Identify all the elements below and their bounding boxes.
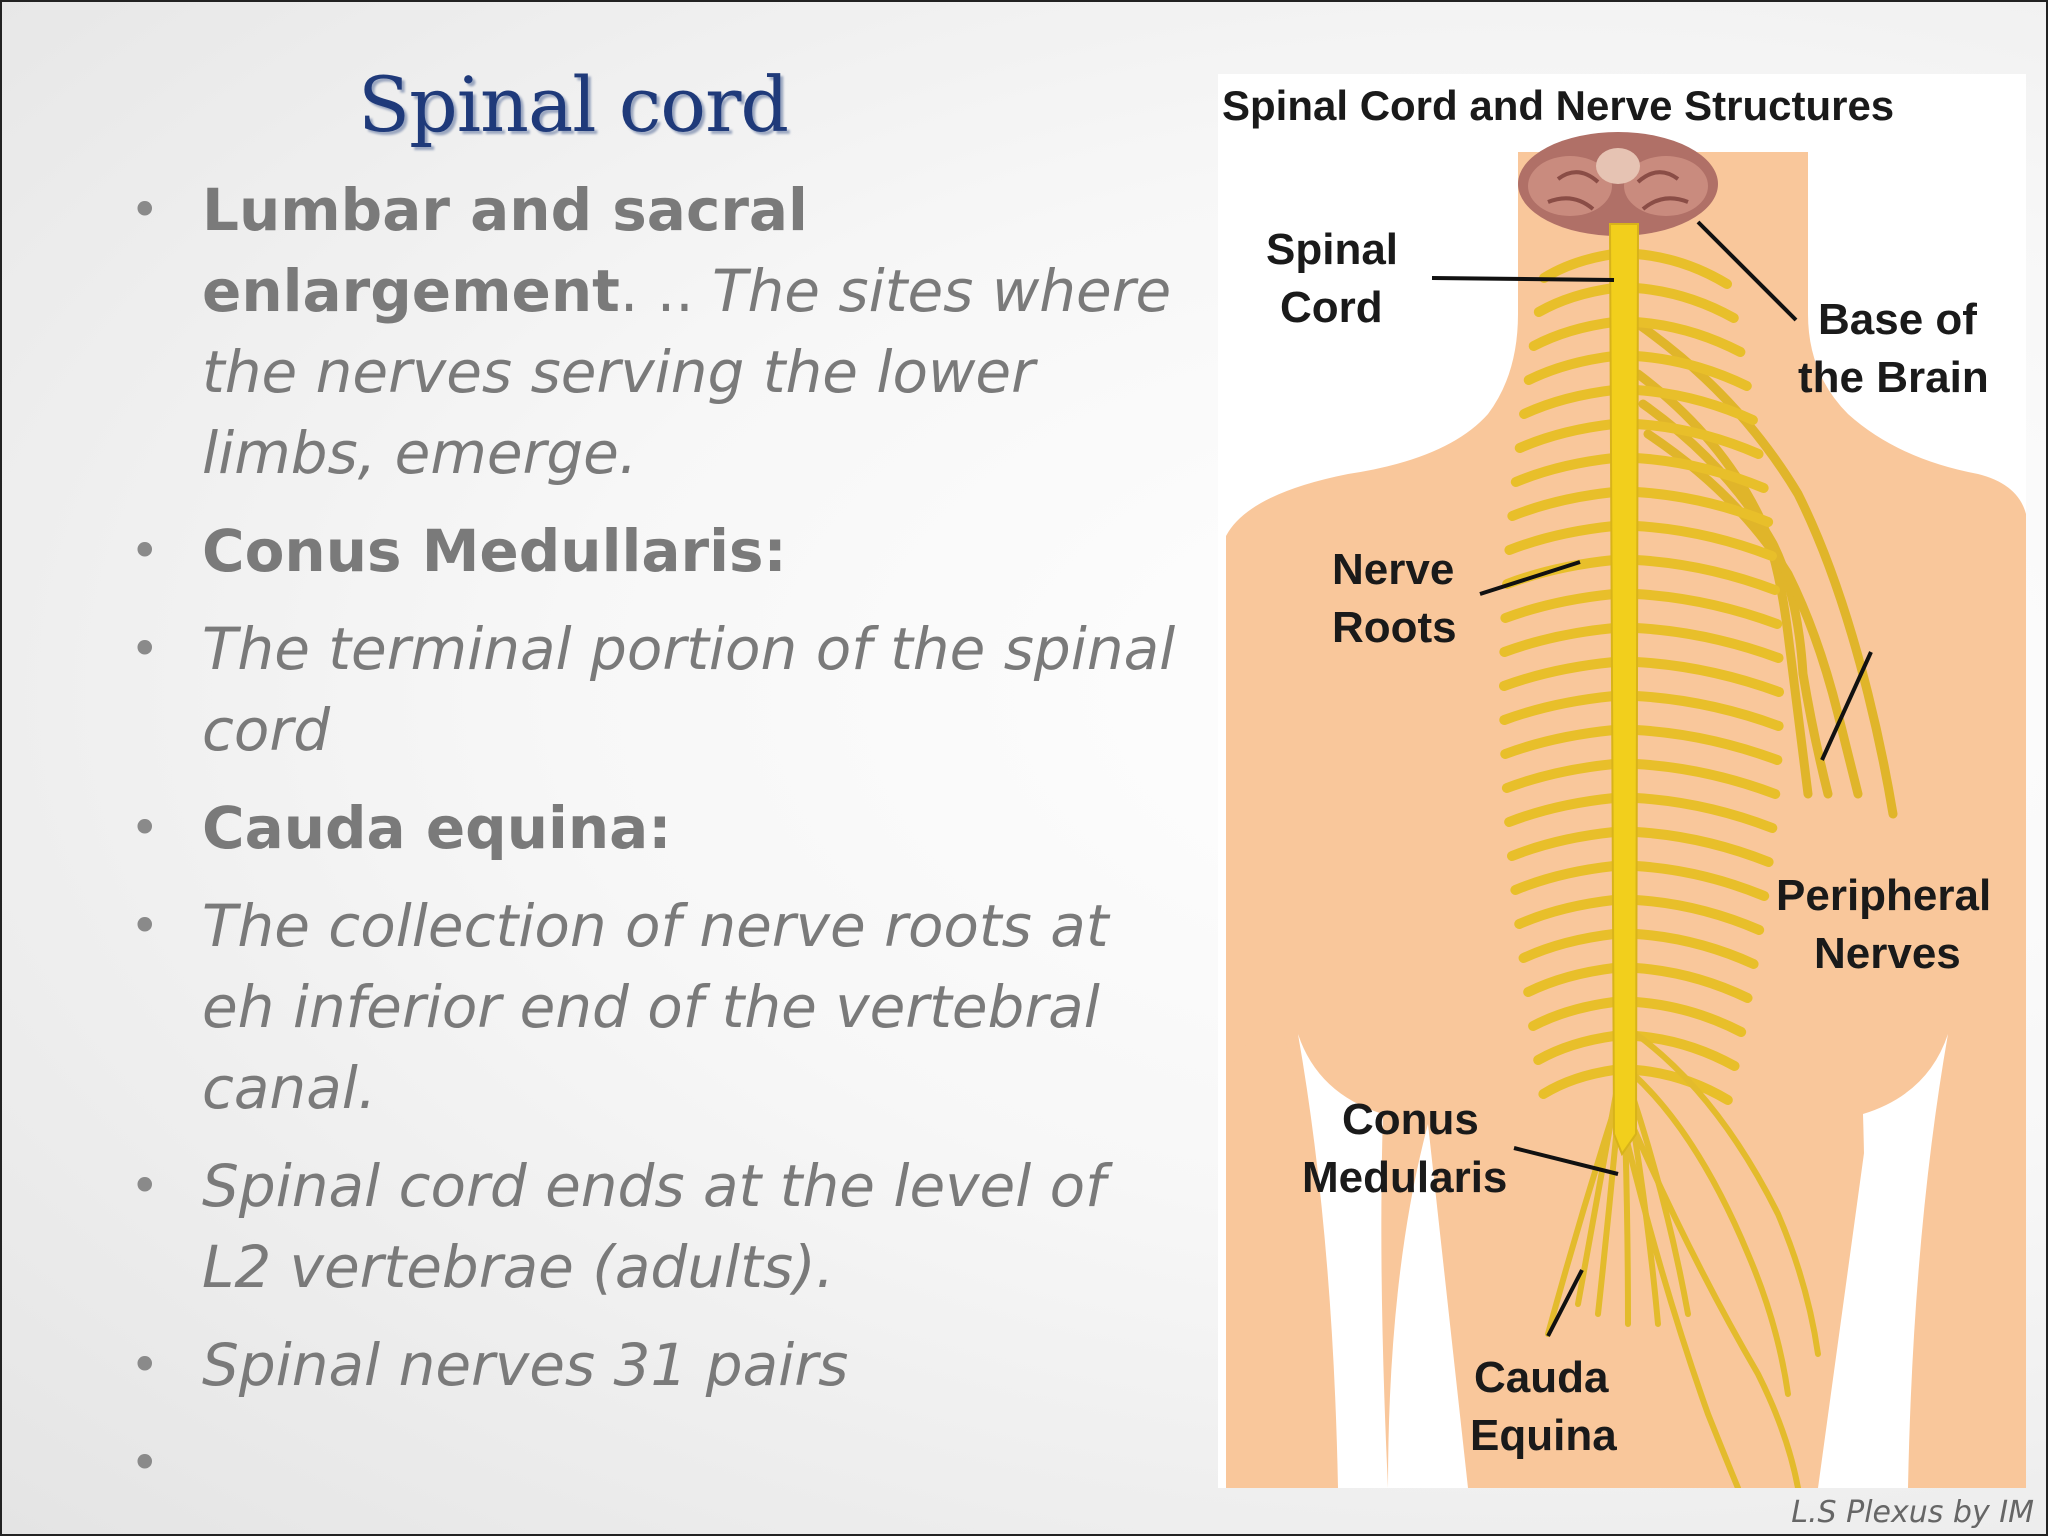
nerve-root-left xyxy=(1499,657,1619,691)
bullet-item: • The collection of nerve roots at eh in… xyxy=(130,886,1190,1129)
leader-lines xyxy=(1431,220,1873,1337)
bullet-item: • Lumbar and sacral enlargement. .. The … xyxy=(130,170,1190,494)
label-conus-medularis: Medularis xyxy=(1302,1153,1507,1202)
nerve-root-right xyxy=(1631,963,1753,1003)
bullet-separator: . .. xyxy=(619,257,713,325)
nerve-root-right xyxy=(1631,725,1783,765)
nerve-root-right xyxy=(1631,623,1784,663)
nerve-root-left xyxy=(1523,963,1619,997)
nerve-root-right xyxy=(1631,759,1781,799)
bullet-dot: • xyxy=(130,799,160,857)
nerve-root-left xyxy=(1510,453,1619,487)
label-peripheral-nerves: Peripheral xyxy=(1776,871,1991,920)
right-axilla xyxy=(1858,1034,1948,1488)
nerve-root-right xyxy=(1631,861,1770,901)
bullet-text: Spinal cord ends at the level of L2 vert… xyxy=(202,1152,1106,1301)
label-nerve-roots: Roots xyxy=(1332,603,1457,652)
bullet-dot: • xyxy=(130,897,160,955)
right-arm-gap xyxy=(1908,1014,2026,1488)
nerve-root-left xyxy=(1504,793,1619,827)
nerve-root-left xyxy=(1528,997,1619,1031)
nerve-root-right xyxy=(1631,929,1759,969)
nerve-root-right xyxy=(1631,1031,1740,1071)
bullet-text: Spinal nerves 31 pairs xyxy=(202,1331,849,1399)
nerve-root-right xyxy=(1631,589,1783,629)
label-base-brain: Base of xyxy=(1818,295,1977,344)
label-cauda-equina: Cauda xyxy=(1474,1353,1609,1402)
nerve-root-left xyxy=(1507,487,1619,521)
nerve-root-left xyxy=(1533,1031,1619,1065)
nerve-root-left xyxy=(1499,623,1619,657)
nerve-root-left xyxy=(1504,521,1619,555)
nerve-root-left xyxy=(1518,929,1619,963)
cauda-equina-icon xyxy=(1545,1031,1821,1488)
bullet-item: • The terminal portion of the spinal cor… xyxy=(130,609,1190,771)
label-nerve-roots: Nerve xyxy=(1332,545,1454,594)
nerve-root-right xyxy=(1631,895,1765,935)
nerve-root-right xyxy=(1631,317,1746,357)
left-arm-gap xyxy=(1226,1014,1338,1488)
bullet-dot: • xyxy=(130,1336,160,1394)
bullet-term: Conus Medullaris: xyxy=(202,517,787,585)
bullet-text: The collection of nerve roots at eh infe… xyxy=(202,892,1109,1122)
slide-footer: L.S Plexus by IM xyxy=(1791,1495,2034,1530)
bullet-list: • Lumbar and sacral enlargement. .. The … xyxy=(130,170,1190,1492)
nerve-root-right xyxy=(1631,453,1769,493)
label-peripheral-nerves: Nerves xyxy=(1814,929,1961,978)
label-base-brain: the Brain xyxy=(1798,353,1989,402)
nerve-root-left xyxy=(1500,725,1619,759)
nerve-root-right xyxy=(1631,419,1764,459)
left-axilla xyxy=(1298,1034,1388,1488)
nerve-root-left xyxy=(1510,861,1619,895)
bullet-dot: • xyxy=(130,181,160,239)
nerve-root-right xyxy=(1631,827,1774,867)
bullet-item: • Conus Medullaris: xyxy=(130,511,1190,592)
nerve-root-right xyxy=(1631,487,1774,527)
label-cauda-equina: Equina xyxy=(1470,1411,1617,1460)
nerve-root-left xyxy=(1499,691,1619,725)
slide-title: Spinal cord xyxy=(358,60,789,149)
bullet-dot: • xyxy=(130,620,160,678)
nerve-root-right xyxy=(1631,555,1780,595)
bullet-text: The sites where the nerves serving the l… xyxy=(202,257,1172,487)
nerve-root-left xyxy=(1500,589,1619,623)
nerve-root-left xyxy=(1523,351,1619,385)
nerve-root-right xyxy=(1631,657,1784,697)
bullet-item: • Spinal cord ends at the level of L2 ve… xyxy=(130,1146,1190,1308)
label-conus-medularis: Conus xyxy=(1342,1095,1479,1144)
bullet-term: Lumbar and sacral enlargement xyxy=(202,176,808,325)
spinal-cord-figure: Spinal Cord and Nerve Structures xyxy=(1218,74,2026,1488)
nerve-root-left xyxy=(1538,1065,1619,1099)
nerve-root-left xyxy=(1514,419,1619,453)
label-spinal-cord: Cord xyxy=(1280,283,1383,332)
nerve-root-right xyxy=(1631,691,1784,731)
nerve-root-left xyxy=(1528,317,1619,351)
bullet-term: Cauda equina: xyxy=(202,794,672,862)
nerve-root-left xyxy=(1519,385,1619,419)
figure-title: Spinal Cord and Nerve Structures xyxy=(1222,82,1894,129)
spinal-cord-icon xyxy=(1608,223,1640,1157)
bullet-text: The terminal portion of the spinal cord xyxy=(202,615,1176,764)
bullet-item: • Cauda equina: xyxy=(130,788,1190,869)
anatomy-diagram: Spinal Cord and Nerve Structures xyxy=(1222,82,2026,1488)
nerve-roots-icon xyxy=(1499,249,1784,1105)
nerve-root-right xyxy=(1631,793,1778,833)
nerve-root-left xyxy=(1501,759,1619,793)
brain-base-icon xyxy=(1518,132,1718,236)
nerve-root-right xyxy=(1631,997,1747,1037)
nerve-root-right xyxy=(1631,249,1732,289)
nerve-root-right xyxy=(1631,351,1752,391)
nerve-root-left xyxy=(1514,895,1619,929)
bullet-dot: • xyxy=(130,1157,160,1215)
bullet-dot: • xyxy=(130,522,160,580)
label-spinal-cord: Spinal xyxy=(1266,225,1398,274)
nerve-root-left xyxy=(1533,283,1619,317)
nerve-root-right xyxy=(1631,385,1758,425)
nerve-root-left xyxy=(1507,827,1619,861)
bullet-item: • Spinal nerves 31 pairs xyxy=(130,1325,1190,1406)
nerve-root-left xyxy=(1539,249,1619,283)
nerve-root-right xyxy=(1631,521,1777,561)
bullet-dot: • xyxy=(130,1434,160,1492)
nerve-root-right xyxy=(1631,283,1739,323)
